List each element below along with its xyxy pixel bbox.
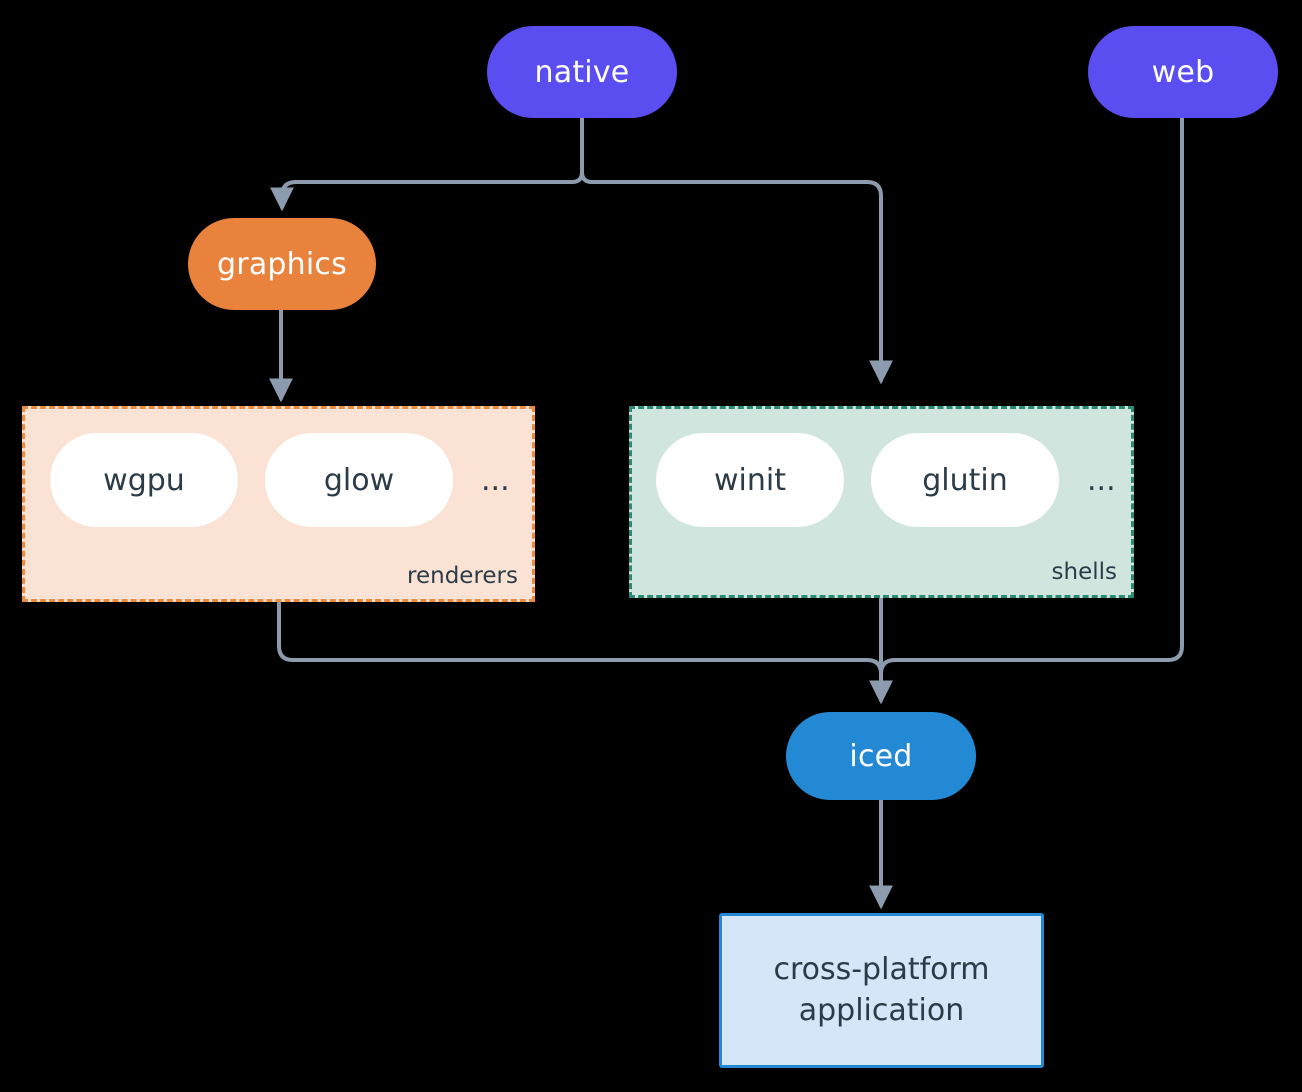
node-application-line1: cross-platform (773, 952, 990, 987)
chip-wgpu-label: wgpu (103, 462, 185, 498)
renderers-ellipsis: ... (481, 463, 510, 498)
edge-native-trunk (580, 115, 893, 385)
edge-web-to-iced (879, 115, 1184, 702)
node-native[interactable]: native (487, 26, 677, 118)
node-application-line2: application (798, 992, 965, 1028)
edge-renderers-to-iced (277, 601, 893, 705)
chip-glutin[interactable]: glutin (871, 433, 1059, 527)
node-iced-label: iced (849, 738, 913, 774)
node-iced[interactable]: iced (786, 712, 976, 800)
edge-native-to-graphics (270, 170, 584, 212)
chip-glutin-label: glutin (922, 462, 1008, 498)
shells-ellipsis: ... (1087, 463, 1116, 498)
chip-winit[interactable]: winit (656, 433, 844, 527)
node-native-label: native (534, 54, 630, 90)
node-graphics-label: graphics (217, 246, 347, 282)
chip-glow[interactable]: glow (265, 433, 453, 527)
node-web[interactable]: web (1088, 26, 1278, 118)
node-graphics[interactable]: graphics (188, 218, 376, 310)
chip-glow-label: glow (323, 462, 395, 498)
group-renderers-label: renderers (407, 563, 518, 589)
chip-winit-label: winit (714, 462, 786, 498)
node-application[interactable]: cross-platform application (719, 913, 1044, 1068)
chip-wgpu[interactable]: wgpu (50, 433, 238, 527)
group-shells-label: shells (1051, 559, 1117, 585)
node-web-label: web (1151, 54, 1215, 90)
